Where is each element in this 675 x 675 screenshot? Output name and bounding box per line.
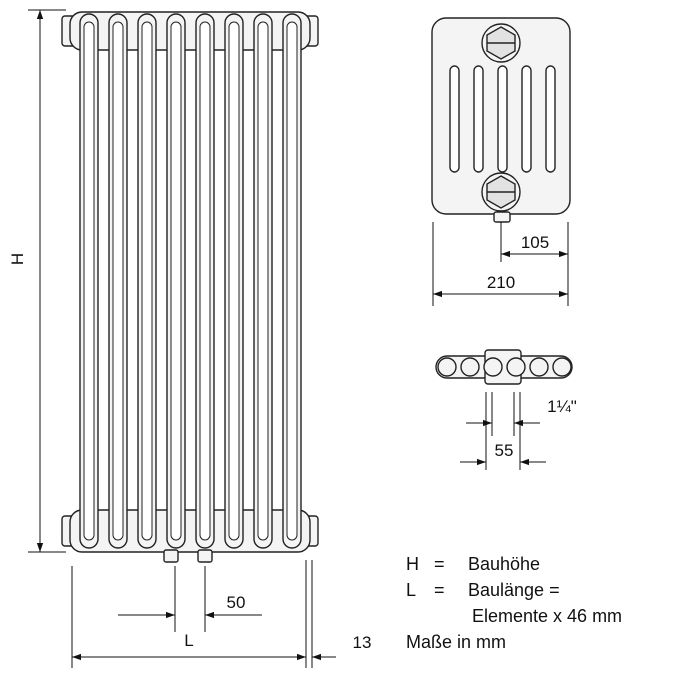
- radiator-top-view: [435, 349, 573, 385]
- offset-label: 13: [353, 633, 372, 652]
- bottom-plug-icon: [481, 172, 521, 212]
- top-view-tube: [460, 357, 480, 377]
- top-view-tube: [483, 357, 503, 377]
- radiator-tube-highlight: [286, 21, 298, 541]
- legend-units-note: Maße in mm: [406, 632, 507, 652]
- pitch-label: 50: [227, 593, 246, 612]
- radiator-tubes: [79, 13, 302, 549]
- length-label: L: [184, 631, 193, 650]
- depth-dimensions: [432, 222, 569, 306]
- radiator-front-view: [61, 11, 319, 563]
- legend-l-symbol: L: [406, 580, 417, 600]
- height-label: H: [8, 253, 27, 265]
- legend-h-equals: =: [434, 554, 445, 574]
- radiator-tube-highlight: [228, 21, 240, 541]
- legend-row-height: H = Bauhöhe: [406, 551, 622, 577]
- side-view-slot: [473, 65, 484, 173]
- connection-spacing-label: 55: [495, 441, 514, 460]
- radiator-tube-highlight: [112, 21, 124, 541]
- radiator-tube-highlight: [257, 21, 269, 541]
- top-view-tube: [437, 357, 457, 377]
- radiator-tube-highlight: [141, 21, 153, 541]
- radiator-tube-highlight: [83, 21, 95, 541]
- legend-h-symbol: H: [406, 554, 419, 574]
- connection-dimensions: [460, 392, 546, 470]
- length-dimension: [71, 560, 336, 668]
- radiator-side-view: [431, 17, 571, 223]
- legend-l-text-cont: Elemente x 46 mm: [472, 606, 623, 626]
- side-view-slot: [497, 65, 508, 173]
- connection-size-label: 1¼": [547, 397, 577, 416]
- side-view-slot: [521, 65, 532, 173]
- pitch-dimension: [118, 566, 262, 632]
- legend-h-text: Bauhöhe: [468, 554, 541, 574]
- side-view-slots: [449, 65, 556, 173]
- radiator-tube-highlight: [199, 21, 211, 541]
- radiator-tube-highlight: [170, 21, 182, 541]
- top-view-tube: [529, 357, 549, 377]
- side-view-slot: [449, 65, 460, 173]
- top-view-tubes: [437, 357, 572, 377]
- legend-row-length: L = Baulänge =: [406, 577, 622, 603]
- top-view-tube: [552, 357, 572, 377]
- side-view-slot: [545, 65, 556, 173]
- legend-l-equals: =: [434, 580, 445, 600]
- top-plug-icon: [481, 23, 521, 63]
- height-dimension: [28, 9, 66, 553]
- top-view-tube: [506, 357, 526, 377]
- depth-half-label: 105: [521, 233, 549, 252]
- depth-total-label: 210: [487, 273, 515, 292]
- legend: H = Bauhöhe L = Baulänge = Elemente x 46…: [406, 551, 622, 655]
- legend-l-text: Baulänge =: [468, 580, 560, 600]
